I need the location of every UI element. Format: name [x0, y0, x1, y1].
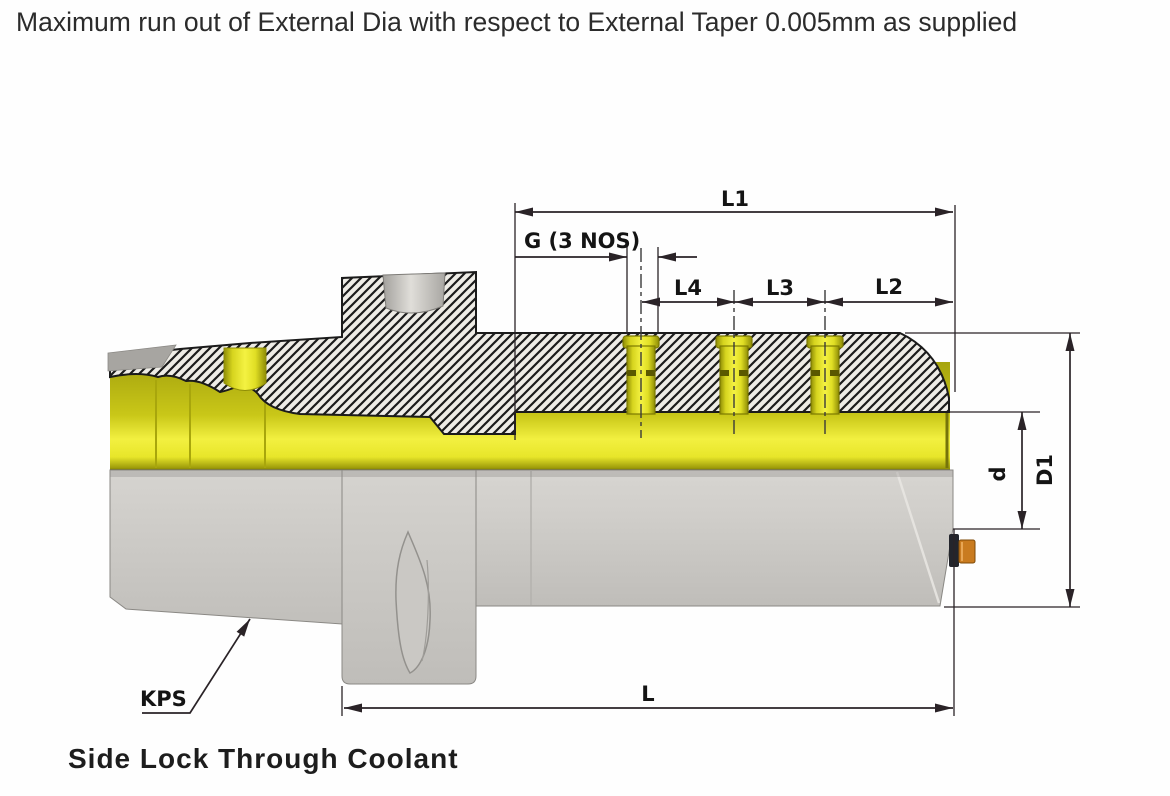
dim-label-d: d	[986, 466, 1010, 481]
taper-relief-groove	[223, 347, 267, 391]
cylindrical-body-lower	[475, 469, 954, 607]
dim-label-l1: L1	[721, 187, 749, 211]
leader-KPS	[142, 618, 251, 714]
runout-note: Maximum run out of External Dia with res…	[16, 7, 1017, 37]
section-view-upper-half	[107, 270, 950, 472]
side-lock-screw	[949, 534, 976, 567]
flange-drive-slot	[395, 530, 431, 674]
axis-shadow	[110, 470, 953, 477]
dim-D1	[1065, 333, 1075, 607]
dim-label-g: G (3 NOS)	[524, 229, 640, 253]
dim-label-l4: L4	[674, 276, 702, 300]
drawing-caption: Side Lock Through Coolant	[68, 743, 459, 774]
taper-end-face-wedge	[107, 344, 177, 372]
nose-chamfer-highlight	[895, 471, 941, 604]
dim-G	[515, 252, 697, 262]
dim-L1	[515, 207, 953, 217]
dim-d	[1017, 412, 1027, 529]
taper-shank-lower	[109, 469, 343, 625]
dim-chain-L4-L3-L2	[642, 297, 953, 307]
dim-label-l: L	[641, 682, 654, 706]
dim-label-d1: D1	[1033, 454, 1057, 486]
dim-label-kps: KPS	[140, 687, 187, 711]
dimension-annotations: L1 G (3 NOS) L4 L3 L2 L d D1 KPS	[140, 187, 1080, 716]
yellow-seam-lines	[155, 380, 266, 468]
dim-L	[344, 703, 953, 713]
dim-label-l2: L2	[875, 275, 903, 299]
external-view-lower-half	[109, 469, 976, 685]
dim-label-l3: L3	[766, 276, 794, 300]
drive-slot-inner-edge	[421, 559, 429, 662]
flange-counterbore	[382, 272, 446, 314]
